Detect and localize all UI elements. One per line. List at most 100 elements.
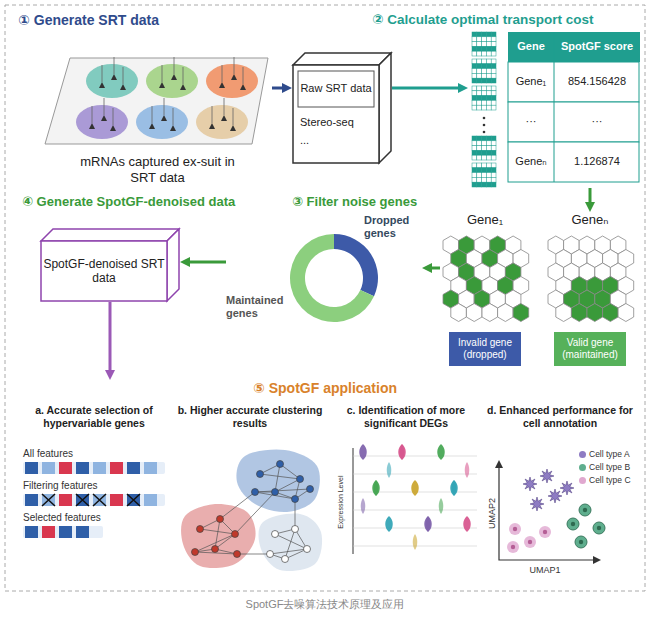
mrna-strand (234, 57, 235, 74)
grid-cell (486, 42, 491, 47)
grid-cell (472, 59, 477, 64)
grid-cell (477, 78, 482, 83)
caption: SpotGF去噪算法技术原理及应用 (0, 598, 650, 611)
node-text: SpotGF score (554, 32, 640, 62)
node-text: b. Higher accurate clustering results (175, 404, 325, 429)
neuron (161, 115, 167, 121)
network-edge (215, 519, 220, 549)
panel: a. Accurate selection of hypervariable g… (19, 404, 169, 581)
node-text: Gene (508, 32, 554, 62)
node-text: ⑤ SpotGF application (15, 380, 635, 397)
legend-swatch (579, 451, 586, 458)
node-text: Selected features (23, 512, 163, 524)
neuron (170, 125, 176, 131)
grid-cell (477, 51, 482, 56)
network-edge (255, 489, 310, 492)
grid-cell (486, 46, 491, 51)
grid-cell (482, 163, 487, 168)
feature-block (25, 494, 38, 506)
node-text: Valid gene (maintained) (558, 337, 622, 361)
mrna-strand (243, 67, 244, 84)
violin (374, 480, 379, 496)
violin (398, 444, 406, 460)
grid-cell (472, 91, 477, 96)
neuron (221, 115, 227, 121)
cross-mark (127, 494, 140, 506)
grid-cell (482, 32, 487, 37)
spot-grid: Geneₙ (545, 212, 635, 324)
neuron (230, 125, 236, 131)
grid-cell (477, 163, 482, 168)
legend-swatch (579, 464, 586, 471)
cube-front (41, 241, 167, 301)
grid-cell (486, 73, 491, 78)
feature-block (76, 494, 89, 506)
grid-cell (472, 42, 477, 47)
cell-a (523, 477, 537, 491)
neuron (120, 84, 126, 90)
violin (411, 480, 419, 496)
inner-box (298, 71, 374, 107)
hex-spot (556, 304, 572, 322)
grid-cell (486, 173, 491, 178)
grid-cell (482, 177, 487, 182)
grid-cell (472, 73, 477, 78)
violin (385, 516, 393, 532)
ellipsis-dot (483, 131, 486, 134)
mrna-strand (183, 67, 184, 84)
node-text: Gene₁ (508, 62, 554, 102)
mrna-strand (152, 106, 153, 123)
grid-cell (477, 96, 482, 101)
network-node (232, 531, 239, 538)
cell-a (560, 481, 574, 495)
grid-cell (477, 73, 482, 78)
network-edge (275, 464, 280, 492)
grid-cell (486, 91, 491, 96)
grid-cell (482, 42, 487, 47)
violin (452, 480, 457, 496)
node-text: Stereo-seq (300, 116, 376, 129)
grid-cell (482, 51, 487, 56)
mrna-strand (113, 108, 114, 125)
grid-cell (482, 136, 487, 141)
feature-bar (23, 462, 165, 474)
cell-region (206, 64, 258, 98)
feature-block (59, 462, 72, 474)
node-text: 854.156428 (554, 62, 640, 102)
cube-front (293, 65, 379, 163)
feature-block (42, 526, 55, 538)
grid-cell (477, 150, 482, 155)
node-text: UMAP2 (487, 488, 498, 538)
hex-spot (618, 304, 634, 322)
grid-cell (477, 100, 482, 105)
score-table: GeneSpotGF scoreGene₁854.156428······Gen… (468, 32, 640, 188)
neuron (101, 115, 107, 121)
cross-mark (76, 494, 89, 506)
network-node (252, 489, 259, 496)
shape-drawing (545, 212, 635, 324)
shape-drawing (485, 404, 635, 581)
feature-block (25, 526, 38, 538)
violin (463, 516, 471, 532)
grid-cell (486, 105, 491, 110)
table-row (508, 102, 639, 142)
cluster-blob (181, 504, 256, 568)
network-node (197, 526, 204, 533)
network-edge (235, 492, 275, 534)
grid-cell (486, 155, 491, 160)
grid-cell (486, 86, 491, 91)
cell-region (76, 105, 128, 139)
lane-line (353, 474, 477, 475)
grid-cell (491, 150, 496, 155)
neuron (149, 123, 155, 129)
cell-c-core (511, 545, 515, 549)
grid-cell (486, 59, 491, 64)
cell-region (136, 105, 188, 139)
feature-block (144, 494, 157, 506)
section-title: ② Calculate optimal transport cost (372, 12, 593, 28)
cell-c-core (513, 527, 517, 531)
neuron (159, 82, 165, 88)
cell-c-core (543, 530, 547, 534)
node-text: d. Enhanced performance for cell annotat… (485, 404, 635, 429)
grid-cell (486, 64, 491, 69)
